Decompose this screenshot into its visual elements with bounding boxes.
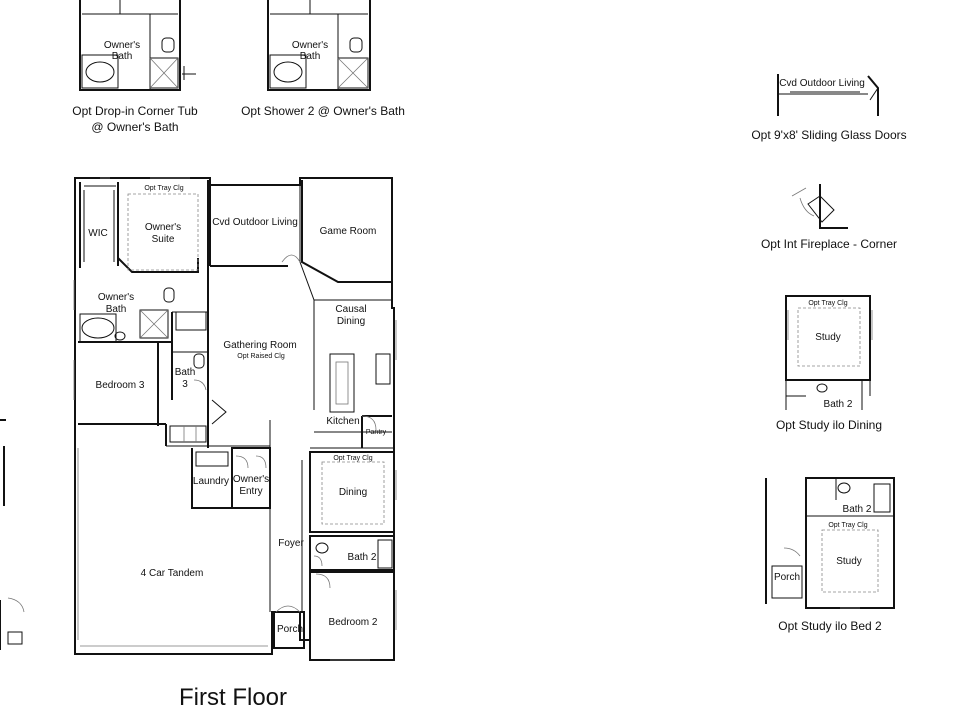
study-dining-caption: Opt Study ilo Dining <box>776 418 882 432</box>
room-pantry: Pantry <box>366 429 387 436</box>
study-bed2-porch: Porch <box>774 572 800 583</box>
study-dining-bath: Bath 2 <box>824 399 853 410</box>
study-bed2-note: Opt Tray Clg <box>828 522 867 529</box>
room-causal-dining-1: Causal <box>335 304 366 315</box>
drop-in-tub-caption-1: Opt Drop-in Corner Tub <box>72 104 198 118</box>
room-bath-3-1: Bath <box>175 367 196 378</box>
owners-suite-note: Opt Tray Clg <box>144 185 183 192</box>
option-fireplace-corner: Opt Int Fireplace - Corner <box>761 184 897 251</box>
room-cvd-outdoor-living: Cvd Outdoor Living <box>212 217 298 228</box>
study-dining-room: Study <box>815 332 841 343</box>
fireplace-caption: Opt Int Fireplace - Corner <box>761 237 897 251</box>
room-game-room: Game Room <box>320 226 377 237</box>
option-study-ilo-dining: Opt Tray Clg Study Bath 2 Opt Study ilo … <box>776 295 882 432</box>
room-foyer: Foyer <box>278 538 304 549</box>
first-floor-title: First Floor <box>179 684 287 711</box>
option-drop-in-corner-tub: Owner's Bath Opt Drop-in Corner Tub @ Ow… <box>72 0 198 134</box>
shower2-caption: Opt Shower 2 @ Owner's Bath <box>241 104 405 118</box>
sliding-doors-caption: Opt 9'x8' Sliding Glass Doors <box>751 128 906 142</box>
room-4-car-tandem: 4 Car Tandem <box>141 568 204 579</box>
option-sliding-glass-doors: Cvd Outdoor Living Opt 9'x8' Sliding Gla… <box>751 74 907 142</box>
first-floor-plan: WIC Opt Tray Clg Owner's Suite Owner's B… <box>73 177 397 711</box>
room-bath-2: Bath 2 <box>348 552 377 563</box>
study-bed2-bath: Bath 2 <box>843 504 872 515</box>
dining-note: Opt Tray Clg <box>333 455 372 462</box>
study-bed2-caption: Opt Study ilo Bed 2 <box>778 619 882 633</box>
room-owners-bath-2: Bath <box>106 304 127 315</box>
room-owners-suite-2: Suite <box>152 234 175 245</box>
room-causal-dining-2: Dining <box>337 316 365 327</box>
option-study-ilo-bed-2: Bath 2 Opt Tray Clg Study Porch Opt Stud… <box>765 477 895 633</box>
drop-in-tub-caption-2: @ Owner's Bath <box>91 120 178 134</box>
study-dining-note: Opt Tray Clg <box>808 300 847 307</box>
room-bedroom-2: Bedroom 2 <box>329 617 378 628</box>
room-owners-entry-2: Entry <box>239 486 262 497</box>
drop-in-bath-label-2: Bath <box>112 51 133 62</box>
option-shower-2: Owner's Bath Opt Shower 2 @ Owner's Bath <box>241 0 405 118</box>
room-owners-entry-1: Owner's <box>233 474 269 485</box>
room-owners-bath-1: Owner's <box>98 292 134 303</box>
room-kitchen: Kitchen <box>326 416 359 427</box>
room-dining: Dining <box>339 487 367 498</box>
sliding-doors-label: Cvd Outdoor Living <box>779 78 865 89</box>
room-wic: WIC <box>88 228 107 239</box>
gathering-note: Opt Raised Clg <box>237 353 285 360</box>
room-bath-3-2: 3 <box>182 379 188 390</box>
room-gathering: Gathering Room <box>223 340 296 351</box>
shower2-bath-label-2: Bath <box>300 51 321 62</box>
left-edge-fragments <box>0 419 25 650</box>
room-owners-suite-1: Owner's <box>145 222 181 233</box>
room-laundry: Laundry <box>193 476 229 487</box>
study-bed2-room: Study <box>836 556 862 567</box>
room-bedroom-3: Bedroom 3 <box>96 380 145 391</box>
shower2-bath-label-1: Owner's <box>292 40 328 51</box>
room-porch: Porch <box>277 624 303 635</box>
drop-in-bath-label-1: Owner's <box>104 40 140 51</box>
